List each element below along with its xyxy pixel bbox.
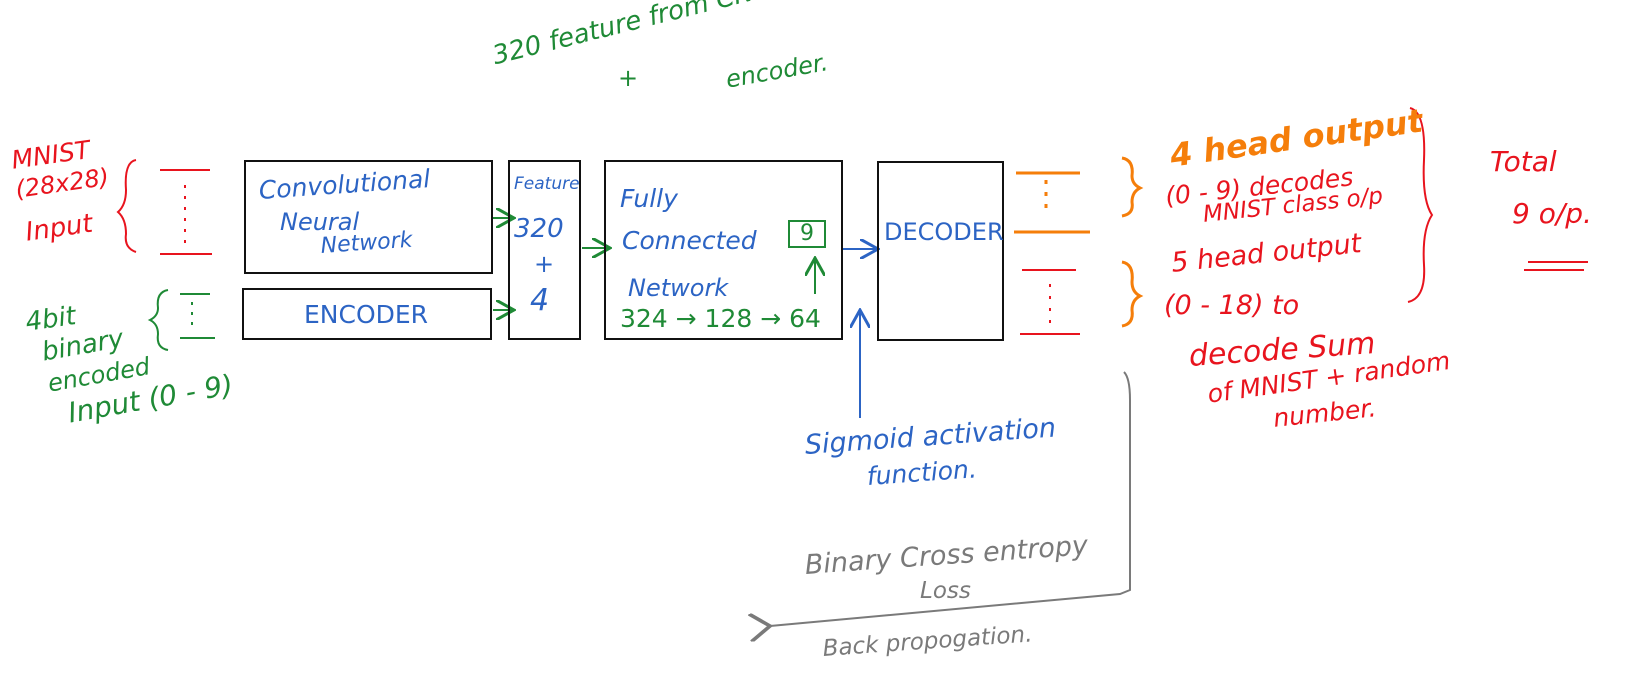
backprop-path xyxy=(770,371,1131,626)
fc-label-3: Network xyxy=(628,274,729,302)
cnn-label-2: Neural xyxy=(280,208,360,236)
feature-value-320: 320 xyxy=(514,214,564,244)
fc-label-1: Fully xyxy=(620,184,678,213)
feature-value-4: 4 xyxy=(530,283,550,318)
decoder-output-sum-heads xyxy=(1020,269,1080,335)
encoder-block xyxy=(242,288,492,340)
decoder-output-heads xyxy=(1014,156,1144,234)
feature-plus: + xyxy=(534,250,555,278)
total-label-1: Total xyxy=(1490,145,1557,178)
loss-label-2: Loss xyxy=(920,578,971,604)
fc-output-box xyxy=(788,220,826,248)
binary-input-column xyxy=(147,289,215,351)
sigmoid-label-2: function. xyxy=(865,454,978,491)
mnist-brace xyxy=(116,159,137,253)
head5-brace xyxy=(1121,260,1144,328)
total-label-2: 9 o/p. xyxy=(1512,197,1592,230)
mnist-input-column xyxy=(116,159,212,255)
fc-label-2: Connected xyxy=(622,226,757,255)
encoder-label: ENCODER xyxy=(304,300,429,329)
head4-brace xyxy=(1121,156,1144,218)
feature-note-plus: + xyxy=(618,64,639,92)
total-brace xyxy=(1407,107,1434,303)
binary-brace xyxy=(147,289,169,351)
cnn-block xyxy=(244,160,493,274)
decoder-block xyxy=(877,161,1004,341)
fc-output-box-label: 9 xyxy=(800,221,814,246)
feature-block xyxy=(508,160,581,340)
feature-title: Feature xyxy=(514,174,580,194)
binary-label-1: 4bit xyxy=(23,300,78,338)
fc-block xyxy=(604,160,843,340)
decoder-label: DECODER xyxy=(884,218,1004,246)
fc-layer-sizes: 324 → 128 → 64 xyxy=(620,304,821,333)
head5-line2: (0 - 18) to xyxy=(1164,290,1300,321)
